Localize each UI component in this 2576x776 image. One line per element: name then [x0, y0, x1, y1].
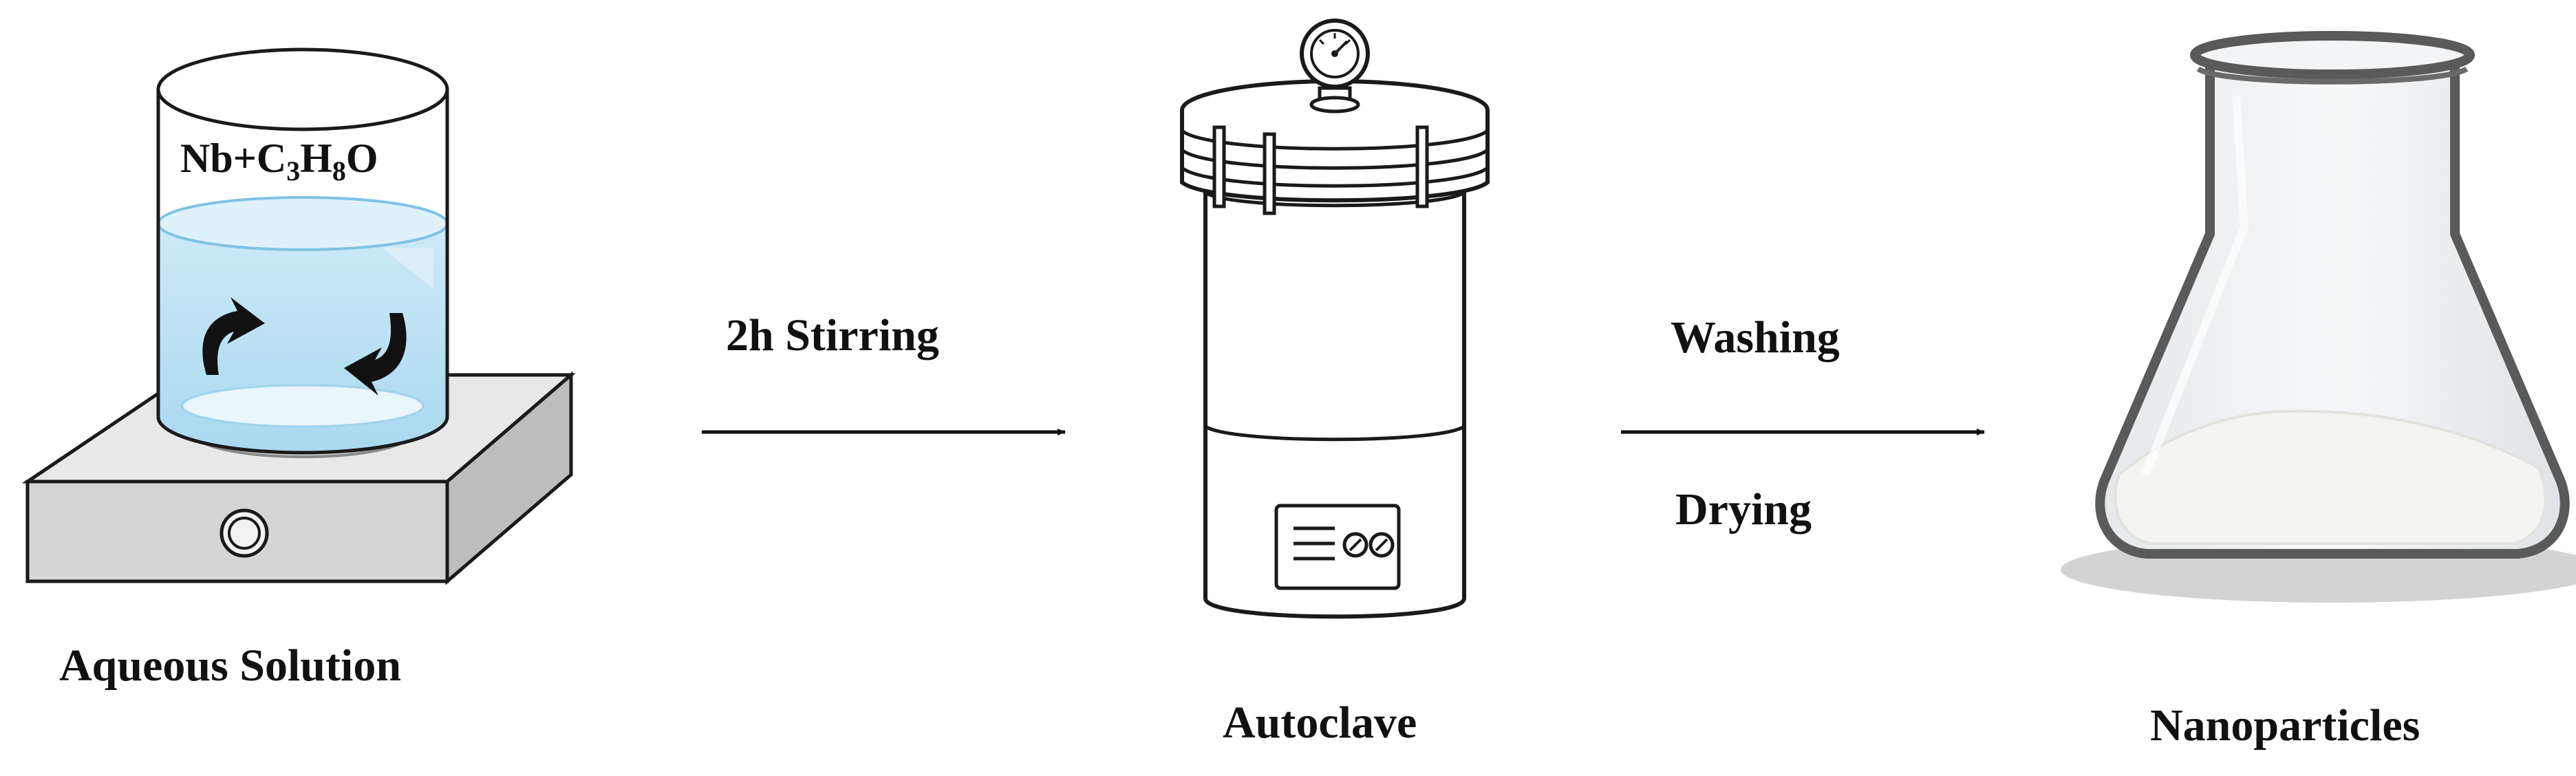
autoclave-vessel [1203, 186, 1466, 619]
label-drying: Drying [1675, 484, 1812, 535]
formula-subscript: 3 [286, 155, 301, 186]
label-aqueous-solution: Aqueous Solution [59, 640, 402, 691]
erlenmeyer-flask [2061, 31, 2576, 603]
label-autoclave: Autoclave [1223, 698, 1417, 748]
autoclave-control-panel [1274, 504, 1401, 590]
formula-subscript: 8 [332, 155, 346, 186]
control-knob-icon [219, 508, 269, 558]
pressure-gauge-icon [1300, 19, 1370, 89]
formula-part: Nb+C [180, 136, 287, 181]
formula-part: O [345, 136, 378, 181]
formula-part: H [300, 136, 332, 181]
beaker [156, 47, 449, 458]
autoclave-lid [1180, 79, 1490, 215]
label-nanoparticles: Nanoparticles [2150, 700, 2421, 751]
stirring-arrow-icon [344, 313, 407, 396]
label-washing: Washing [1671, 312, 1840, 363]
stirring-arrow-icon [202, 297, 265, 375]
label-2h-stirring: 2h Stirring [726, 310, 939, 360]
solution-formula: Nb+C3H8O [180, 138, 378, 185]
